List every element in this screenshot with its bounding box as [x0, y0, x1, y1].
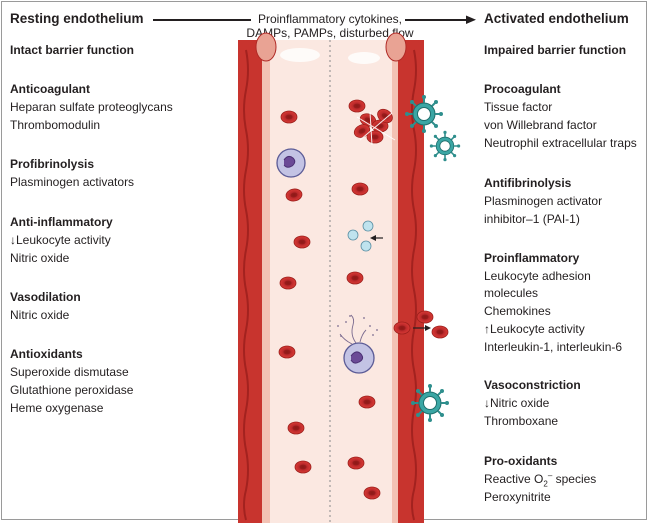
profibrinolysis-heading: Profibrinolysis [10, 157, 95, 171]
right-item: ↓Nitric oxide [484, 396, 550, 410]
oxygen-superscript: – [547, 471, 553, 480]
leukocyte [276, 148, 306, 178]
left-item: Glutathione peroxidase [10, 383, 134, 397]
pathogen-virus [404, 94, 444, 134]
left-item: Superoxide dismutase [10, 365, 129, 379]
left-item: Heparan sulfate proteoglycans [10, 100, 173, 114]
antioxidants-heading: Antioxidants [10, 347, 83, 361]
right-item: molecules [484, 286, 539, 300]
left-item: Nitric oxide [10, 251, 70, 265]
red-blood-cell [287, 421, 305, 435]
activated-endothelium-title: Activated endothelium [484, 11, 629, 26]
right-item: von Willebrand factor [484, 118, 597, 132]
transition-arrow-right [405, 19, 467, 21]
pathogen-virus [429, 130, 462, 162]
red-blood-cell [280, 110, 298, 124]
right-item: Leukocyte adhesion [484, 269, 591, 283]
oxygen-species-label: species [552, 472, 597, 486]
activation-triggers: Proinflammatory cytokines, DAMPs, PAMPs,… [240, 12, 420, 40]
resting-endothelium-title: Resting endothelium [10, 11, 144, 26]
red-blood-cell [346, 271, 364, 285]
left-item: Thrombomodulin [10, 118, 101, 132]
platelets [347, 220, 383, 252]
reactive-oxygen-label: Reactive O [484, 472, 544, 486]
thrombus-cluster [351, 105, 396, 146]
vasoconstriction-heading: Vasoconstriction [484, 378, 581, 392]
right-item: inhibitor–1 (PAI-1) [484, 212, 580, 226]
procoagulant-heading: Procoagulant [484, 82, 561, 96]
right-item: Chemokines [484, 304, 551, 318]
red-blood-cell [363, 486, 381, 500]
intact-barrier-label: Intact barrier function [10, 43, 135, 57]
pro-oxidants-heading: Pro-oxidants [484, 454, 558, 468]
right-item: Plasminogen activator [484, 194, 603, 208]
activated-leukocyte [337, 314, 378, 374]
left-item: Nitric oxide [10, 308, 70, 322]
left-item: Heme oxygenase [10, 401, 104, 415]
right-item: ↑Leukocyte activity [484, 322, 585, 336]
anti-inflammatory-heading: Anti-inflammatory [10, 215, 113, 229]
right-item: Neutrophil extracellular traps [484, 136, 637, 150]
oxygen-subscript: 2 [543, 479, 548, 489]
vasodilation-heading: Vasodilation [10, 290, 81, 304]
triggers-line-2: DAMPs, PAMPs, disturbed flow [246, 26, 414, 40]
impaired-barrier-label: Impaired barrier function [484, 43, 627, 57]
left-item: Plasminogen activators [10, 175, 135, 189]
triggers-line-1: Proinflammatory cytokines, [257, 12, 403, 26]
red-blood-cell [348, 99, 366, 113]
pathogen-virus [410, 383, 450, 423]
red-blood-cell [279, 276, 297, 290]
right-item: Thromboxane [484, 414, 559, 428]
proinflammatory-heading: Proinflammatory [484, 251, 580, 265]
right-item: Tissue factor [484, 100, 553, 114]
right-item: Peroxynitrite [484, 490, 551, 504]
reactive-oxygen-item: Reactive O2– species [484, 471, 597, 489]
transition-arrow-left [153, 19, 251, 21]
red-blood-cell [278, 345, 296, 359]
red-blood-cell [351, 182, 369, 196]
antifibrinolysis-heading: Antifibrinolysis [484, 176, 572, 190]
red-blood-cell [294, 460, 312, 474]
red-blood-cell [347, 456, 365, 470]
left-item: ↓Leukocyte activity [10, 233, 111, 247]
red-blood-cell [293, 235, 311, 249]
left-vessel-wall [238, 40, 264, 523]
red-blood-cell [358, 395, 376, 409]
right-item: Interleukin-1, interleukin-6 [484, 340, 623, 354]
extravasation [393, 310, 449, 339]
anticoagulant-heading: Anticoagulant [10, 82, 90, 96]
